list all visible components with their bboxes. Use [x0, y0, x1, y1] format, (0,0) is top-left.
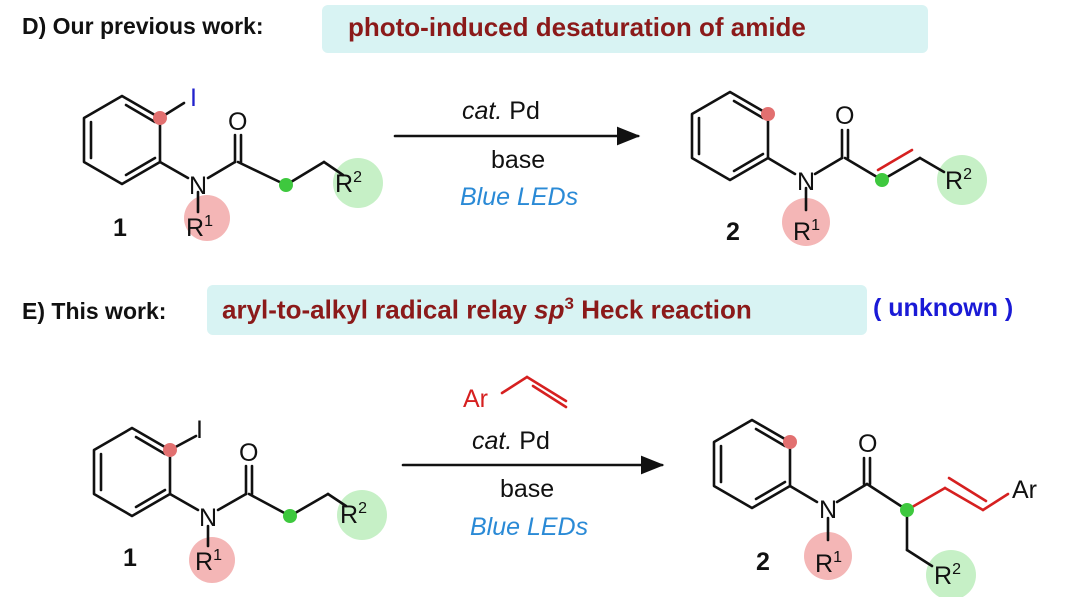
r2-highlight-d2	[937, 155, 987, 205]
base-label-e: base	[500, 475, 554, 503]
section-e-title-background	[207, 285, 867, 335]
r2-label-e2: R2	[934, 561, 961, 590]
r1-highlight-d2	[782, 198, 830, 246]
r1-sup-e1: 1	[213, 547, 222, 564]
section-e-label: E) This work:	[22, 298, 167, 324]
product-aryl-label: Ar	[1012, 476, 1037, 504]
r1-letter-e2: R	[815, 550, 833, 578]
compound-number-e2: 2	[756, 548, 770, 576]
compound-number-d2: 2	[726, 218, 740, 246]
catalyst-label-d: cat.Pd	[462, 97, 540, 125]
section-e-title: aryl-to-alkyl radical relay sp3 Heck rea…	[222, 294, 752, 326]
alpha-carbon-dot-e2	[900, 503, 914, 517]
catalyst-rest-d: Pd	[509, 97, 540, 125]
r2-sup-e2: 2	[952, 561, 961, 578]
compound-number-e1: 1	[123, 544, 137, 572]
alpha-carbon-dot-d1	[279, 178, 293, 192]
r1-label-e2: R1	[815, 549, 842, 578]
alpha-carbon-dot-d2	[875, 173, 889, 187]
r1-letter-d2: R	[793, 218, 811, 246]
catalyst-italic-e: cat.	[472, 427, 512, 455]
blue-leds-label-d: Blue LEDs	[460, 183, 578, 211]
r1-letter-d1: R	[186, 214, 204, 242]
oxygen-label-d2: O	[835, 102, 854, 130]
section-e-title-pre: aryl-to-alkyl radical relay	[222, 294, 535, 325]
styrene-double-bond	[531, 384, 568, 409]
oxygen-label-e1: O	[239, 439, 258, 467]
section-e-title-sp: sp	[534, 294, 565, 325]
oxygen-label-d1: O	[228, 108, 247, 136]
r2-highlight-d1	[333, 158, 383, 208]
catalyst-label-e: cat.Pd	[472, 427, 550, 455]
product-double-bond-e2	[947, 476, 988, 503]
r2-label-e1: R2	[340, 500, 367, 529]
r2-letter-e1: R	[340, 501, 358, 529]
r1-highlight-e2	[804, 532, 852, 580]
new-double-bond-d2	[876, 148, 914, 172]
ortho-carbon-dot-e1	[163, 443, 177, 457]
benzene-ring-d1	[82, 94, 162, 186]
styrene-bond-2	[525, 375, 568, 403]
r1-letter-e1: R	[195, 548, 213, 576]
unknown-note: ( unknown )	[873, 294, 1014, 322]
r2-highlight-e2	[926, 550, 976, 597]
ortho-carbon-dot-d1	[153, 111, 167, 125]
r1-highlight-e1	[189, 537, 235, 583]
alpha-carbon-dot-e1	[283, 509, 297, 523]
benzene-ring-d2	[690, 90, 770, 182]
oxygen-label-e2: O	[858, 430, 877, 458]
compound-number-d1: 1	[113, 214, 127, 242]
benzene-ring-e1	[92, 426, 172, 518]
r2-label-d1: R2	[335, 169, 362, 198]
new-c-c-bond-e2	[905, 486, 947, 512]
section-d-title-background	[322, 5, 928, 53]
r1-highlight-d1	[184, 195, 230, 241]
ortho-carbon-dot-d2	[761, 107, 775, 121]
r1-sup-e2: 1	[833, 549, 842, 566]
r2-letter-d1: R	[335, 170, 353, 198]
iodine-label-d1: I	[190, 84, 197, 112]
blue-leds-label-e: Blue LEDs	[470, 513, 588, 541]
r1-label-e1: R1	[195, 547, 222, 576]
iodine-label-e1: I	[196, 416, 203, 444]
nitrogen-label-d1: N	[189, 172, 207, 200]
benzene-ring-e2	[712, 418, 792, 510]
r2-highlight-e1	[337, 490, 387, 540]
ortho-carbon-dot-e2	[783, 435, 797, 449]
catalyst-italic-d: cat.	[462, 97, 502, 125]
styrene-bond-1	[500, 375, 529, 395]
section-e-title-post: Heck reaction	[573, 294, 752, 325]
r1-label-d1: R1	[186, 213, 213, 242]
base-label-d: base	[491, 146, 545, 174]
catalyst-rest-e: Pd	[519, 427, 550, 455]
r2-sup-d2: 2	[963, 166, 972, 183]
section-d-label: D) Our previous work:	[22, 13, 264, 39]
r2-label-d2: R2	[945, 166, 972, 195]
nitrogen-label-e1: N	[199, 504, 217, 532]
r2-sup-d1: 2	[353, 169, 362, 186]
r2-letter-d2: R	[945, 167, 963, 195]
r2-letter-e2: R	[934, 562, 952, 590]
section-e-title-sup: 3	[564, 294, 574, 313]
r1-sup-d1: 1	[204, 213, 213, 230]
section-d-title: photo-induced desaturation of amide	[348, 12, 806, 42]
r1-label-d2: R1	[793, 217, 820, 246]
r1-sup-d2: 1	[811, 217, 820, 234]
nitrogen-label-e2: N	[819, 496, 837, 524]
r2-sup-e1: 2	[358, 500, 367, 517]
alkene-aryl-label: Ar	[463, 385, 488, 413]
nitrogen-label-d2: N	[797, 168, 815, 196]
